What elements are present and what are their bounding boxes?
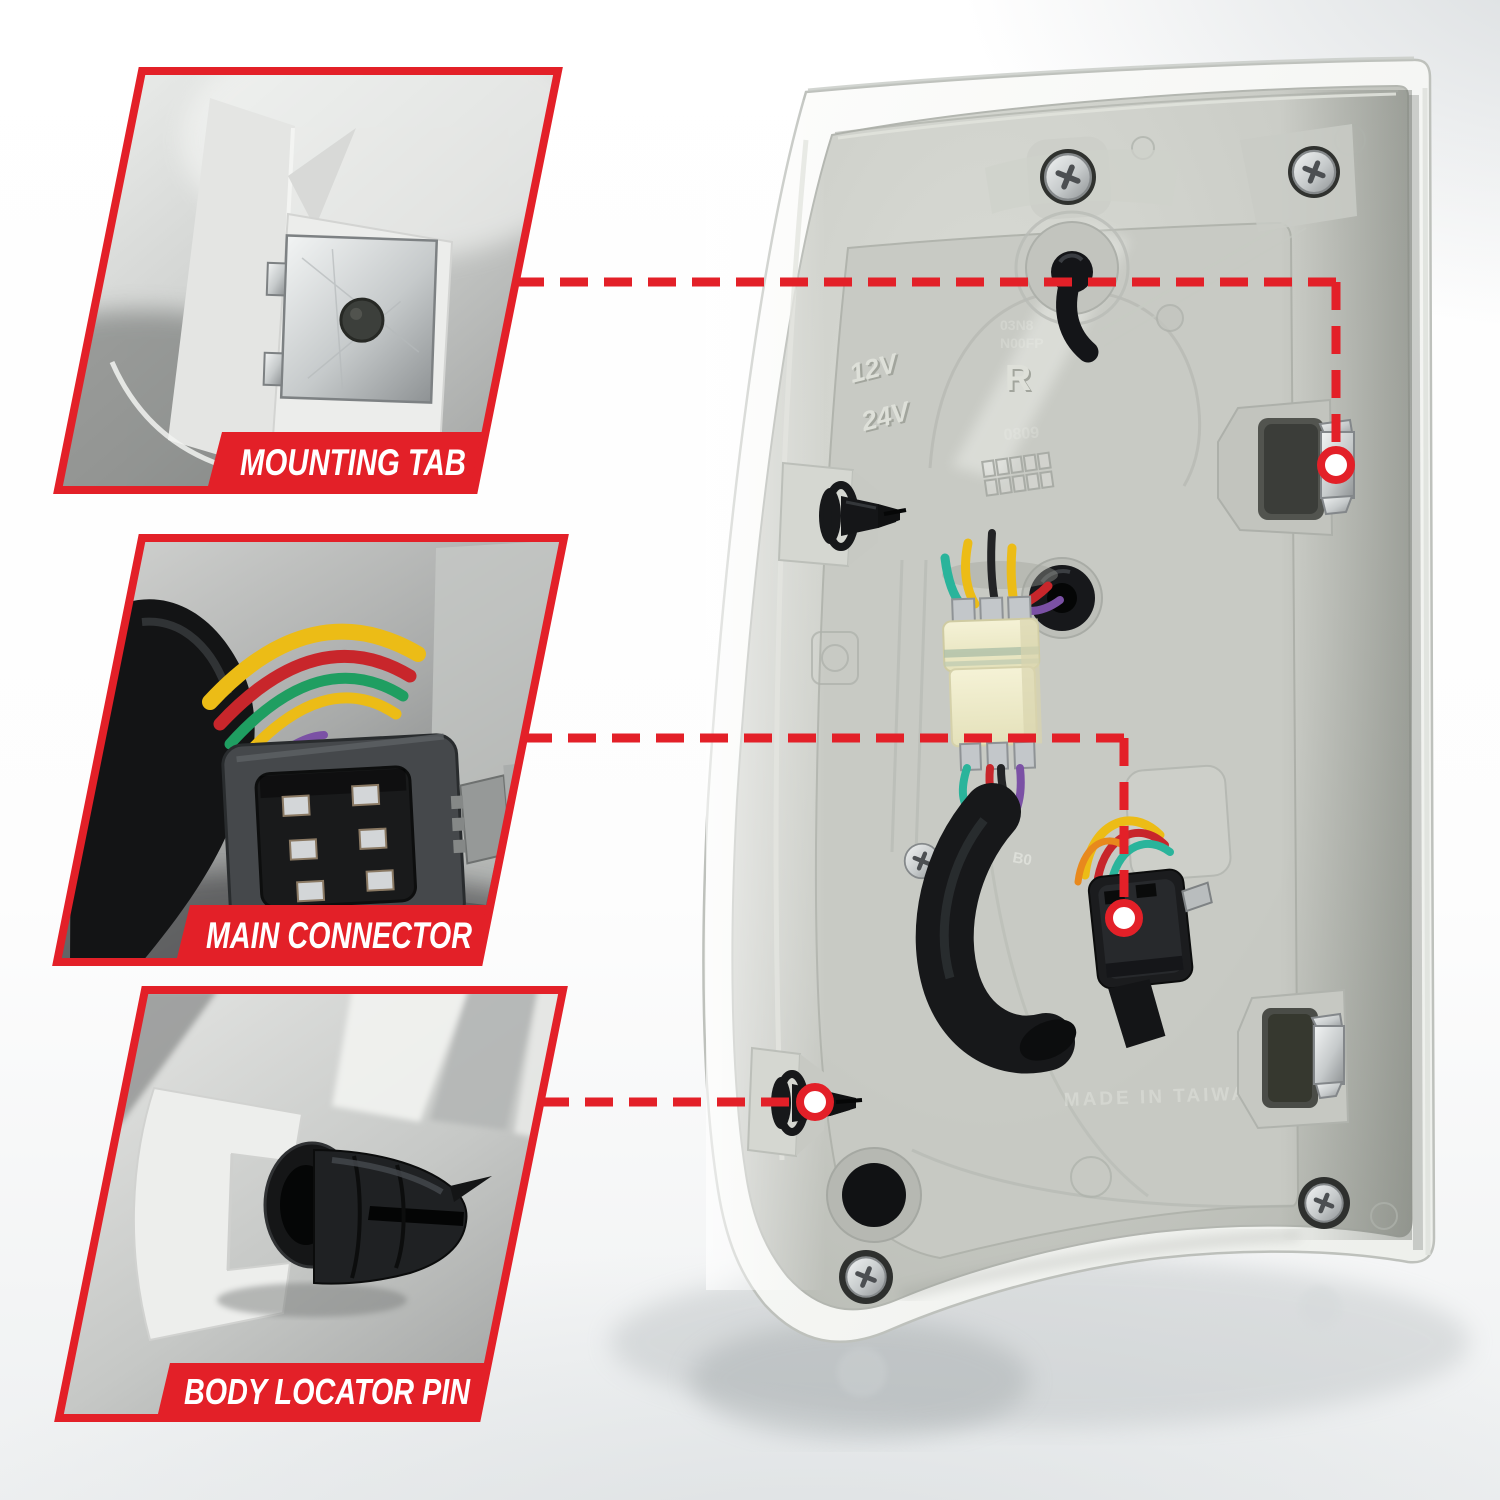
callout-inset-body-locator-pin: BODY LOCATOR PIN bbox=[54, 986, 568, 1422]
marker-body-locator-pin bbox=[796, 1083, 834, 1121]
callout-inset-main-connector: MAIN CONNECTOR bbox=[52, 534, 569, 966]
mounting-tab-label: MOUNTING TAB bbox=[240, 442, 466, 483]
callout-inset-mounting-tab: MOUNTING TAB bbox=[53, 67, 563, 494]
mounting-tab-metal-clip bbox=[262, 234, 439, 404]
tail-light-assembly-photo: R R 12V 12V 24V 24V 03N8 N00FP 0809 MADE… bbox=[610, 56, 1470, 1440]
body-locator-pin-photo bbox=[59, 990, 563, 1418]
marker-mounting-tab bbox=[1317, 446, 1355, 484]
screw-top-center bbox=[1040, 149, 1096, 205]
lens-right-streak bbox=[1409, 94, 1423, 1251]
lens-top-edge bbox=[807, 56, 1415, 92]
marker-main-connector bbox=[1105, 899, 1143, 937]
mounting-tab-banner bbox=[207, 432, 486, 490]
mounting-tab-photo bbox=[58, 71, 558, 490]
branch-wires bbox=[1074, 816, 1174, 886]
mold-stamp-1: 03N8 bbox=[1000, 317, 1034, 333]
harness-print: B0 bbox=[1011, 849, 1033, 869]
main-connector-border bbox=[52, 534, 569, 966]
screw-top-right bbox=[1288, 146, 1340, 198]
body-locator-pin-border bbox=[54, 986, 568, 1422]
body-locator-pin-label: BODY LOCATOR PIN bbox=[184, 1371, 471, 1412]
inset-wires bbox=[202, 623, 426, 780]
body-locator-pin-upper bbox=[777, 461, 907, 568]
screw-bottom-left bbox=[839, 1250, 893, 1304]
screw-bottom-right bbox=[1298, 1177, 1350, 1229]
embossed-grid bbox=[981, 451, 1055, 497]
emboss-letter: R bbox=[1005, 357, 1031, 398]
mold-stamp-3: 0809 bbox=[1003, 425, 1040, 444]
wire-sleeve bbox=[70, 599, 255, 962]
reflection-slats bbox=[332, 990, 563, 1142]
locator-tab-clip bbox=[1310, 1012, 1345, 1100]
wire-loom: B0 bbox=[915, 783, 1077, 1074]
callout-markers bbox=[796, 446, 1355, 1121]
mounting-screws bbox=[839, 146, 1350, 1304]
push-pin-closeup bbox=[263, 1141, 492, 1285]
main-connector-label: MAIN CONNECTOR bbox=[206, 915, 472, 956]
body-locator-pin-banner bbox=[157, 1363, 488, 1418]
locator-bracket bbox=[132, 1086, 304, 1342]
mold-stamp-2: N00FP bbox=[1000, 335, 1044, 351]
bulb-socket-hole-lower bbox=[826, 1147, 922, 1243]
screw-reflection bbox=[1298, 1286, 1342, 1330]
main-connector-banner bbox=[176, 905, 491, 962]
emboss-letter-shadow: R bbox=[1007, 359, 1033, 400]
callout-leaders bbox=[516, 277, 1341, 1107]
mounting-tab-border bbox=[53, 67, 563, 494]
connector-pins bbox=[281, 783, 395, 903]
main-connector-body bbox=[942, 595, 1043, 772]
connector-closeup bbox=[221, 733, 548, 935]
lens-right-highlight bbox=[1422, 87, 1431, 1256]
mounting-tab-right-bottom bbox=[1237, 988, 1350, 1130]
